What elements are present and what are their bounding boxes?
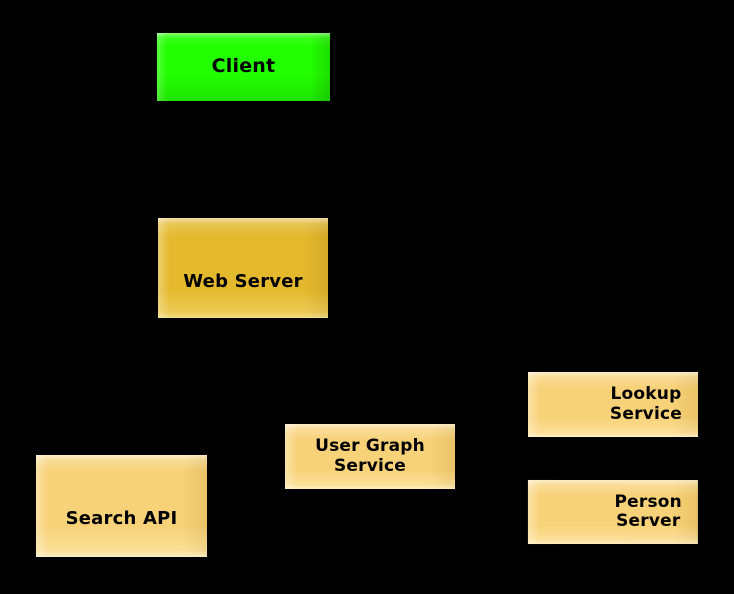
node-web-server-label: Web Server — [183, 270, 303, 292]
node-client-label: Client — [211, 55, 276, 78]
node-user-graph-service[interactable]: User Graph Service — [285, 424, 455, 489]
node-lookup-service-label: Lookup Service — [609, 384, 682, 424]
node-search-api-label: Search API — [65, 507, 178, 529]
node-web-server[interactable]: Web Server — [158, 218, 328, 318]
node-client[interactable]: Client — [157, 33, 330, 101]
node-lookup-service[interactable]: Lookup Service — [528, 372, 698, 437]
node-search-api[interactable]: Search API — [36, 455, 207, 557]
node-user-graph-service-label: User Graph Service — [315, 436, 425, 476]
node-person-server[interactable]: Person Server — [527, 479, 698, 545]
node-person-server-label: Person Server — [614, 491, 682, 531]
